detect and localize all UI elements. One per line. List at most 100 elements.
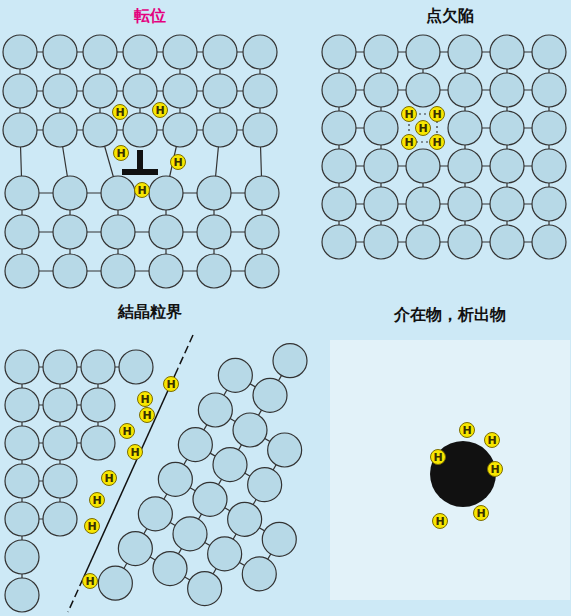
inclusion-panel	[330, 340, 570, 600]
atom	[322, 225, 356, 259]
atom	[197, 176, 231, 210]
atom	[490, 225, 524, 259]
atom	[81, 426, 115, 460]
hydrogen-symbol: H	[435, 516, 444, 527]
atom	[43, 350, 77, 384]
atom	[5, 254, 39, 288]
atom	[5, 426, 39, 460]
atom	[3, 113, 37, 147]
atom	[322, 149, 356, 183]
atom	[242, 557, 276, 591]
atom	[98, 566, 132, 600]
panel-title: 点欠陥	[426, 6, 474, 25]
hydrogen-atom: H	[429, 106, 445, 122]
atom	[448, 111, 482, 145]
hydrogen-symbol: H	[142, 410, 151, 421]
hydrogen-atom: H	[430, 449, 446, 465]
atom	[203, 35, 237, 69]
grain-boundary-line	[83, 368, 178, 579]
hydrogen-symbol: H	[487, 435, 496, 446]
atom	[123, 35, 157, 69]
atom	[5, 215, 39, 249]
hydrogen-atom: H	[112, 104, 128, 120]
atom	[322, 73, 356, 107]
atom	[83, 35, 117, 69]
atom	[149, 215, 183, 249]
atom	[149, 254, 183, 288]
atom	[273, 344, 307, 378]
hydrogen-symbol: H	[418, 123, 427, 134]
hydrogen-atom: H	[82, 573, 98, 589]
atom	[43, 113, 77, 147]
atom	[208, 537, 242, 571]
atom	[197, 254, 231, 288]
matrix-panel	[330, 340, 570, 600]
hydrogen-symbol: H	[87, 521, 96, 532]
hydrogen-atom: H	[459, 422, 475, 438]
atom	[53, 215, 87, 249]
atom	[364, 187, 398, 221]
grain-boundary-line	[178, 335, 193, 368]
atom	[532, 149, 566, 183]
atom	[43, 502, 77, 536]
atom	[123, 113, 157, 147]
atom	[322, 35, 356, 69]
atom	[188, 572, 222, 606]
atom	[532, 225, 566, 259]
hydrogen-symbol: H	[476, 508, 485, 519]
atom	[123, 74, 157, 108]
atom	[3, 35, 37, 69]
atom	[233, 413, 267, 447]
hydrogen-symbol: H	[92, 495, 101, 506]
hydrogen-symbol: H	[115, 107, 124, 118]
atom	[248, 468, 282, 502]
atom	[43, 388, 77, 422]
hydrogen-atom: H	[139, 407, 155, 423]
atom	[178, 428, 212, 462]
grain-boundary-lattice	[5, 335, 307, 612]
hydrogen-atom: H	[113, 145, 129, 161]
atom	[153, 552, 187, 586]
hydrogen-atom: H	[152, 102, 168, 118]
atom	[81, 388, 115, 422]
hydrogen-symbol: H	[404, 137, 413, 148]
atom	[163, 35, 197, 69]
atom	[81, 350, 115, 384]
atom	[101, 254, 135, 288]
atom	[490, 149, 524, 183]
panel-title: 結晶粒界	[118, 302, 182, 321]
atom	[149, 176, 183, 210]
hydrogen-symbol: H	[166, 379, 175, 390]
atom	[268, 433, 302, 467]
grain-boundary-line	[68, 579, 83, 612]
hydrogen-atom: H	[170, 154, 186, 170]
atom	[490, 73, 524, 107]
atom	[406, 149, 440, 183]
atom	[245, 176, 279, 210]
atom	[322, 111, 356, 145]
hydrogen-atom: H	[84, 518, 100, 534]
hydrogen-symbol: H	[122, 426, 131, 437]
hydrogen-symbol: H	[85, 576, 94, 587]
hydrogen-atom: H	[484, 432, 500, 448]
atom	[203, 113, 237, 147]
atom	[364, 35, 398, 69]
atom	[203, 74, 237, 108]
hydrogen-atom: H	[89, 492, 105, 508]
hydrogen-symbol: H	[140, 394, 149, 405]
atom	[119, 350, 153, 384]
hydrogen-atom: H	[401, 134, 417, 150]
atom	[213, 448, 247, 482]
atom	[53, 176, 87, 210]
atom	[448, 225, 482, 259]
atom	[83, 113, 117, 147]
atom	[197, 215, 231, 249]
hydrogen-symbol: H	[173, 157, 182, 168]
atom	[5, 578, 39, 612]
hydrogen-atom: H	[429, 134, 445, 150]
atom	[364, 73, 398, 107]
hydrogen-symbol: H	[130, 447, 139, 458]
atom	[5, 502, 39, 536]
hydrogen-atom: H	[473, 505, 489, 521]
